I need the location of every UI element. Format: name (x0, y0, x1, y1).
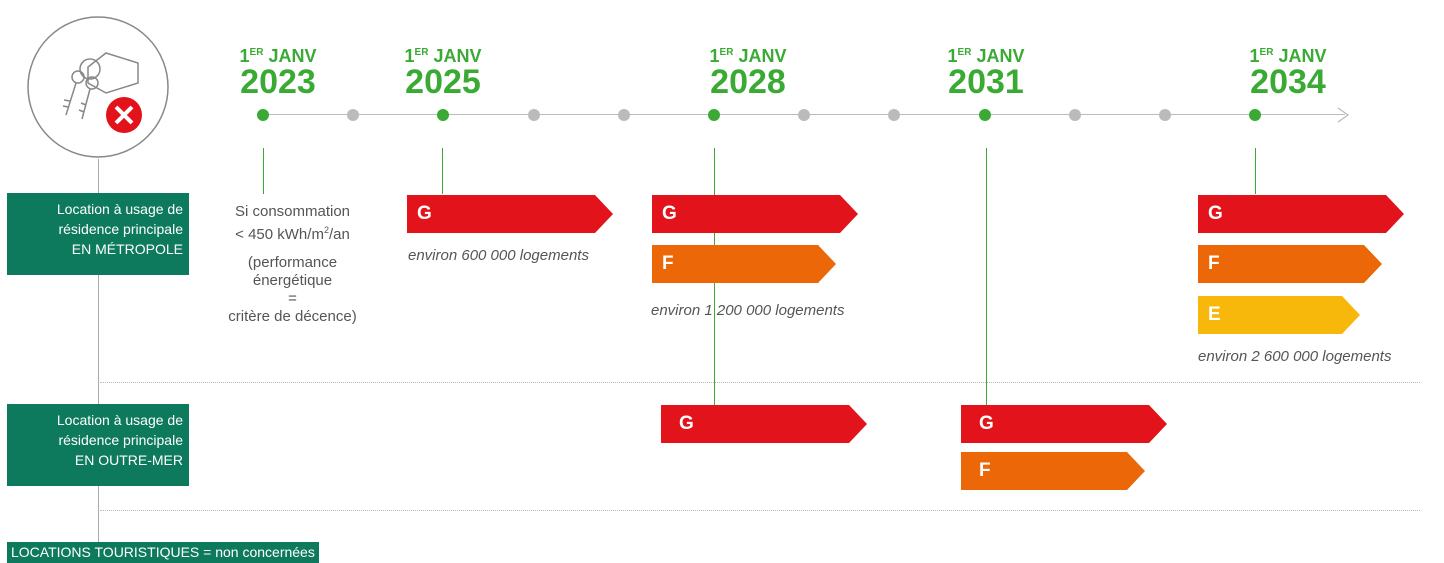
timeline-dot (798, 109, 810, 121)
class-g-bar-2034: G (1198, 195, 1404, 233)
row-label-outremer: Location à usage de résidence principale… (7, 404, 189, 486)
date-label-2023: 1ER JANV 2023 (239, 46, 317, 101)
keys-house-cross-icon (26, 15, 170, 159)
class-f-bar-2028: F (652, 245, 836, 283)
timeline-dot-2023 (257, 109, 269, 121)
row-label-metropole: Location à usage de résidence principale… (7, 193, 189, 275)
timeline-arrow-icon (1336, 106, 1350, 129)
count-2034: environ 2 600 000 logements (1198, 348, 1392, 365)
connector-2031 (986, 148, 987, 408)
timeline-dot (1159, 109, 1171, 121)
class-g-bar-outremer-2031: G (961, 405, 1167, 443)
timeline-dot (347, 109, 359, 121)
row-label-touristique: LOCATIONS TOURISTIQUES = non concernées (7, 542, 319, 563)
timeline-dot (1069, 109, 1081, 121)
connector-2034 (1255, 148, 1256, 194)
date-label-2031: 1ER JANV 2031 (947, 46, 1025, 101)
left-connector-line (98, 159, 99, 542)
class-g-bar-2025: G (407, 195, 613, 233)
class-g-bar-outremer-2028: G (661, 405, 867, 443)
class-e-bar-2034: E (1198, 296, 1360, 334)
timeline-dot-2028 (708, 109, 720, 121)
connector-2025 (442, 148, 443, 194)
class-f-bar-2034: F (1198, 245, 1382, 283)
note-2023: Si consommation < 450 kWh/m2/an (perform… (228, 203, 357, 325)
date-label-2034: 1ER JANV 2034 (1249, 46, 1327, 101)
row-separator (100, 510, 1420, 511)
timeline-dot-2034 (1249, 109, 1261, 121)
count-2028: environ 1 200 000 logements (651, 302, 845, 319)
timeline-dot (888, 109, 900, 121)
class-f-bar-outremer-2031: F (961, 452, 1145, 490)
class-g-bar-2028: G (652, 195, 858, 233)
connector-2023 (263, 148, 264, 194)
timeline-dot-2025 (437, 109, 449, 121)
row-separator (100, 382, 1420, 383)
count-2025: environ 600 000 logements (408, 247, 589, 264)
timeline-dot (528, 109, 540, 121)
timeline-dot-2031 (979, 109, 991, 121)
timeline-dot (618, 109, 630, 121)
date-label-2028: 1ER JANV 2028 (709, 46, 787, 101)
date-label-2025: 1ER JANV 2025 (404, 46, 482, 101)
